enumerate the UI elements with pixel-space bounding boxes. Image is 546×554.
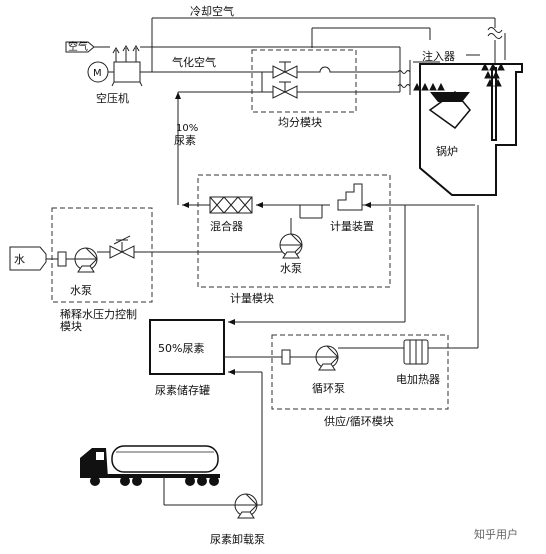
boiler: 锅炉 [419,63,523,196]
dilution-module-label-1: 稀释水压力控制 [60,307,137,321]
water-pump-metering-label: 水泵 [280,262,302,275]
compressor-outlet-icon [112,47,120,62]
compressor-body [113,61,141,83]
supply-module-box [271,334,449,410]
electric-heater-label: 电加热器 [396,373,440,386]
injector [413,61,505,91]
distribution-module-box [251,49,357,113]
water-pump-dilution [74,247,98,273]
cooling-air-coil [487,27,503,39]
metering-device [337,183,363,211]
metering-module-box [197,174,391,288]
cooling-air-label: 冷却空气 [190,4,234,18]
tank-content-label: 50%尿素 [158,342,204,355]
air-compressor: M [87,45,143,87]
metering-device-label: 计量装置 [330,220,374,233]
atomizing-air-label: 气化空气 [172,55,216,69]
storage-tank-label: 尿素储存罐 [155,383,210,397]
dilution-module-label-2: 模块 [60,320,82,333]
circulation-pump [315,345,339,371]
tanker-truck-icon [80,445,220,486]
water-pump-metering [279,233,303,259]
metering-module-label: 计量模块 [230,292,274,305]
pressure-valve [109,235,135,259]
supply-module-label: 供应/循环模块 [324,414,394,428]
watermark-text: 知乎用户 [474,527,518,541]
boiler-label: 锅炉 [436,145,458,158]
compressor-label: 空压机 [96,91,129,105]
water-inlet: 水 [9,246,47,271]
circulation-pump-label: 循环泵 [312,382,345,395]
distribution-module-label: 均分模块 [278,116,322,129]
injector-label: 注入器 [422,49,455,63]
dilution-module-box [51,207,153,303]
electric-heater [403,339,429,365]
water-label: 水 [14,253,25,266]
unloading-pump-label: 尿素卸载泵 [210,532,265,546]
air-label: 空气 [68,40,88,53]
motor-label: M [93,68,102,79]
air-inlet: 空气 [65,40,95,53]
mixer [209,196,253,214]
urea-percent-label: 10% [176,123,198,134]
urea-10-label: 尿素 [174,134,196,147]
storage-tank: 50%尿素 [149,319,225,375]
water-pump-dilution-label: 水泵 [70,284,92,297]
strainer-icon [281,349,291,365]
filter-icon [57,251,67,267]
mixer-label: 混合器 [210,219,243,233]
unloading-pump [234,493,258,519]
